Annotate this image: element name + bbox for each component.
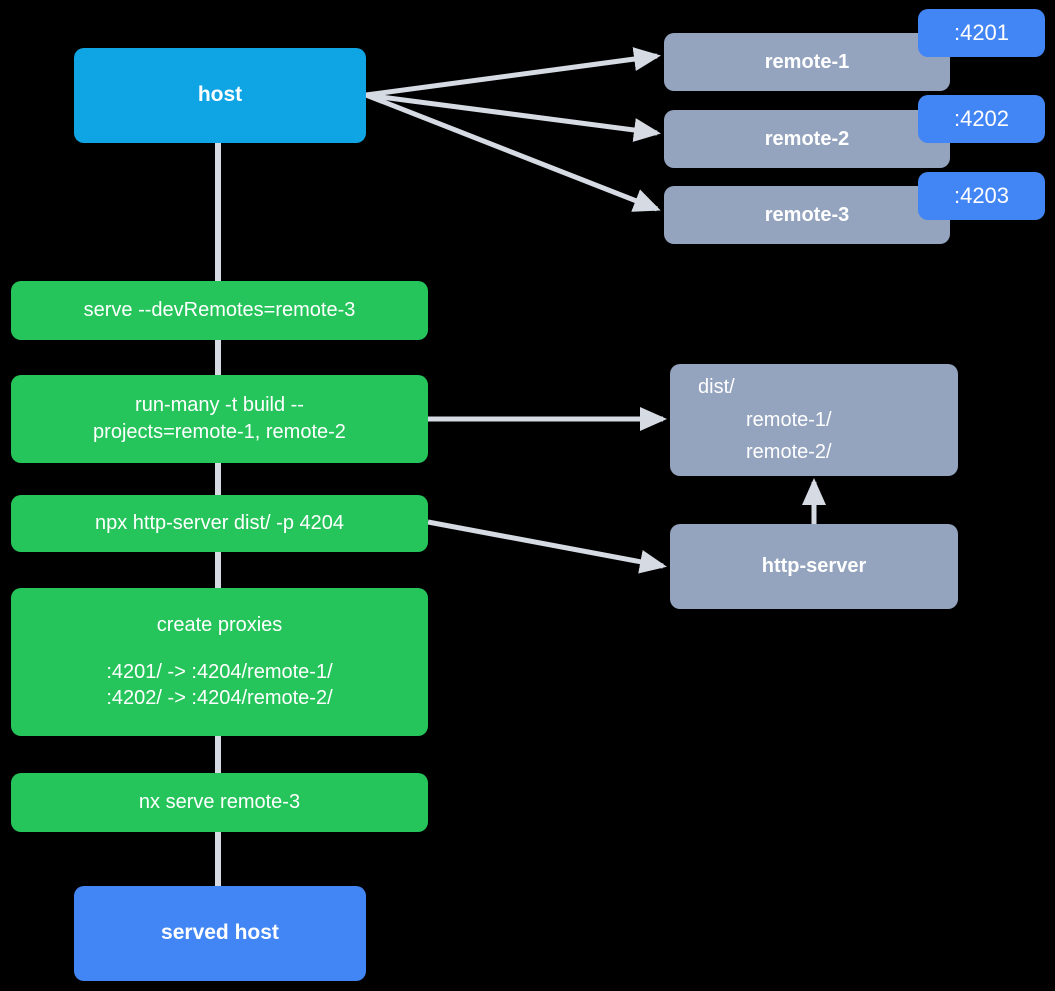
node-host[interactable]: host <box>74 48 366 143</box>
command-box-create-proxies-mapping-1: :4201/ -> :4204/remote-1/ <box>106 660 333 683</box>
node-remote-2[interactable]: remote-2 <box>664 110 950 168</box>
command-box-nx-serve-remote-3-line1: nx serve remote-3 <box>138 791 301 814</box>
command-box-serve-line1: serve --devRemotes=remote-3 <box>83 299 356 322</box>
node-http-server[interactable]: http-server <box>670 524 958 609</box>
badge-remote-2-port-label: :4202 <box>953 106 1010 131</box>
node-remote-1-label: remote-1 <box>764 50 850 73</box>
badge-remote-3-port-label: :4203 <box>953 183 1010 208</box>
edge-npx-to-httpserver <box>427 519 667 574</box>
command-box-create-proxies[interactable]: create proxies :4201/ -> :4204/remote-1/… <box>11 588 428 736</box>
node-remote-2-label: remote-2 <box>764 127 850 150</box>
edge-host-to-remote-2 <box>365 92 661 142</box>
command-box-serve[interactable]: serve --devRemotes=remote-3 <box>11 281 428 340</box>
badge-remote-3-port: :4203 <box>918 172 1045 220</box>
node-remote-3-label: remote-3 <box>764 203 850 226</box>
node-dist-child-1-label: remote-1/ <box>746 408 832 431</box>
command-box-create-proxies-line1: create proxies <box>156 613 283 636</box>
edge-host-to-remote-3 <box>365 92 661 212</box>
command-box-run-many-line1: run-many -t build -- <box>135 394 304 417</box>
node-served-host-label: served host <box>161 921 279 945</box>
edge-host-to-remote-1 <box>365 47 661 98</box>
command-box-npx-http-server[interactable]: npx http-server dist/ -p 4204 <box>11 495 428 552</box>
node-remote-3[interactable]: remote-3 <box>664 186 950 244</box>
badge-remote-1-port: :4201 <box>918 9 1045 57</box>
node-served-host[interactable]: served host <box>74 886 366 981</box>
command-box-create-proxies-mapping-2: :4202/ -> :4204/remote-2/ <box>106 687 333 710</box>
command-box-nx-serve-remote-3[interactable]: nx serve remote-3 <box>11 773 428 832</box>
node-dist-folder[interactable]: dist/ remote-1/ remote-2/ <box>670 364 958 476</box>
node-dist-child-2-label: remote-2/ <box>746 441 832 464</box>
node-dist-root-label: dist/ <box>698 376 735 399</box>
badge-remote-1-port-label: :4201 <box>953 20 1010 45</box>
node-dist-folder-body: dist/ remote-1/ remote-2/ <box>670 371 958 468</box>
node-remote-1[interactable]: remote-1 <box>664 33 950 91</box>
node-http-server-label: http-server <box>761 555 867 578</box>
command-box-run-many[interactable]: run-many -t build -- projects=remote-1, … <box>11 375 428 463</box>
command-box-run-many-line2: projects=remote-1, remote-2 <box>93 421 346 443</box>
node-host-label: host <box>197 83 243 107</box>
command-box-npx-http-server-line1: npx http-server dist/ -p 4204 <box>94 512 344 535</box>
badge-remote-2-port: :4202 <box>918 95 1045 143</box>
